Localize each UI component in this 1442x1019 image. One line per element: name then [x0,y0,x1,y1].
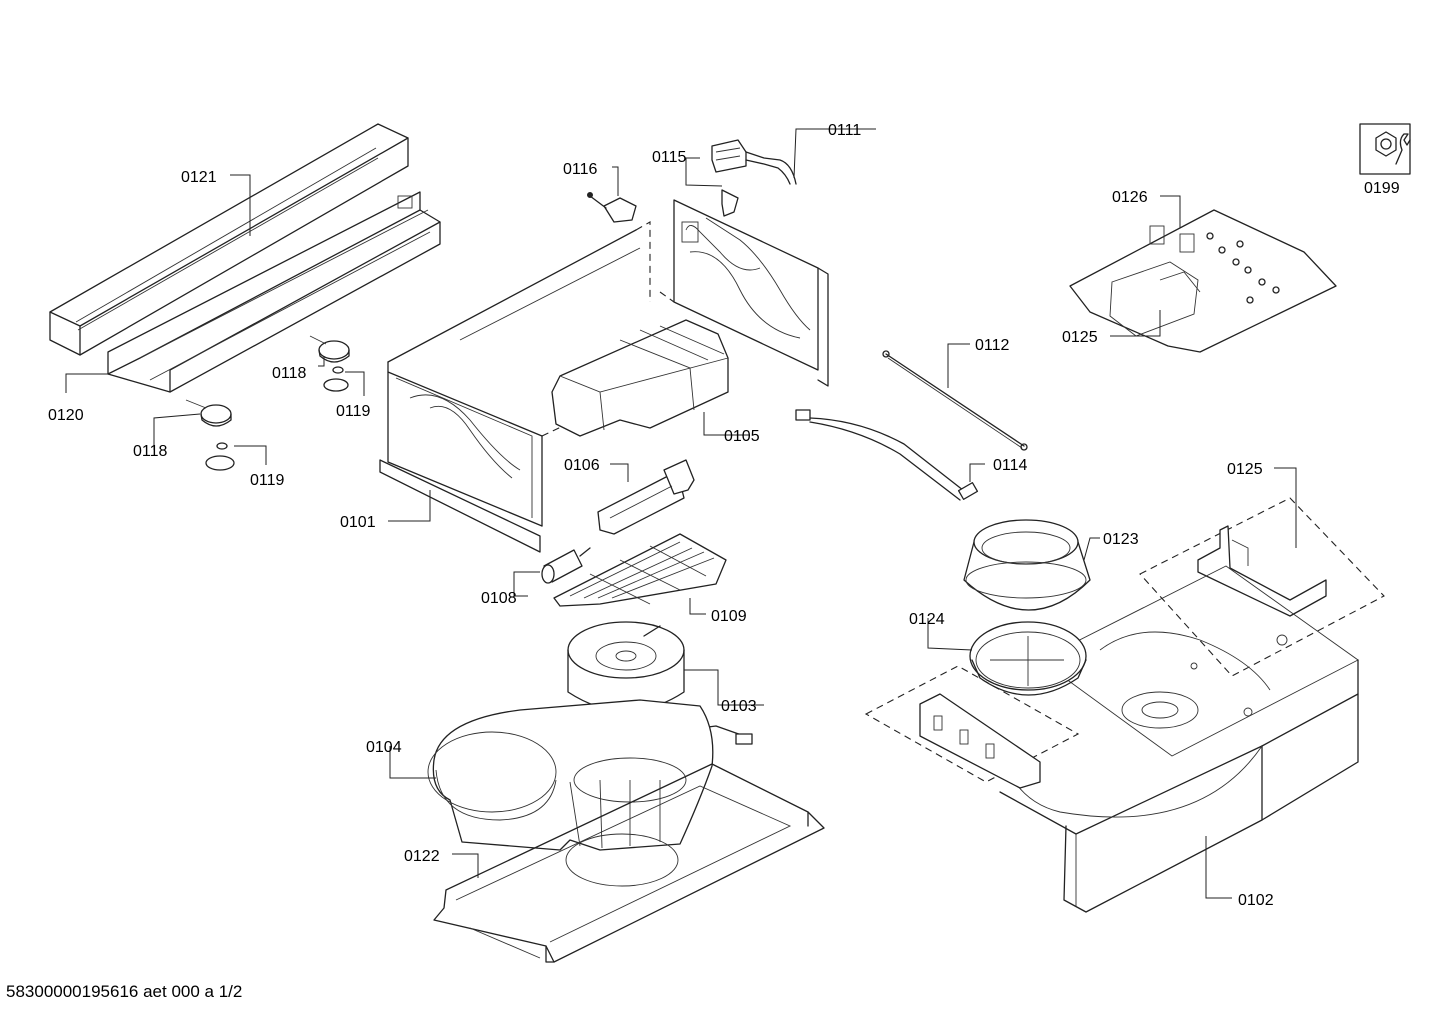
label-0102: 0102 [1238,892,1274,909]
label-0120: 0120 [48,407,84,424]
label-0122: 0122 [404,848,440,865]
part-0125-bracket-right [1139,497,1385,677]
part-0121-front-trim [49,123,409,356]
label-0105: 0105 [724,428,760,445]
label-0121: 0121 [181,169,217,186]
part-0118-knob-lower [185,399,232,427]
label-0124: 0124 [909,611,945,628]
label-0111: 0111 [828,122,861,139]
label-0104: 0104 [366,739,402,756]
part-0101-side-panel [659,199,829,387]
part-0123-collar [963,519,1091,611]
part-0112-wire [882,350,1028,451]
part-0115-cable-clip [721,189,739,217]
part-labels: 0111 0115 0116 0121 0126 0199 0118 0119 … [48,122,1400,909]
part-0102-base [997,565,1359,913]
part-0103-motor [567,621,753,745]
part-0119-ring-lower [205,442,235,471]
part-0120-control-bracket [107,191,441,393]
part-0125-bracket-left [864,665,1080,789]
label-0112: 0112 [975,337,1010,354]
part-0111-power-cable [711,139,797,185]
wrench-hex-nut-icon [1359,123,1411,175]
document-code: 58300000195616 aet 000 a 1/2 [6,982,243,1001]
label-0119-upper: 0119 [336,403,371,420]
part-0119-ring-upper [323,366,349,392]
label-0119-lower: 0119 [250,472,285,489]
label-0101: 0101 [340,514,376,531]
label-0108: 0108 [481,590,517,607]
part-0118-knob-upper [309,335,350,363]
part-0114-harness [795,409,979,501]
label-0103: 0103 [721,698,757,715]
part-0104-fan-housing [427,699,714,851]
part-0126-fittings-bag [1069,209,1337,353]
label-0109: 0109 [711,608,747,625]
label-0125-upper: 0125 [1062,329,1098,346]
label-0118-lower: 0118 [133,443,168,460]
leader-lines [65,128,1297,899]
part-0124-ring [969,621,1087,696]
label-0126: 0126 [1112,189,1148,206]
part-0109-grid-cover [553,533,727,607]
label-0116: 0116 [563,161,598,178]
label-0106: 0106 [564,457,600,474]
part-0116-switch [587,192,637,223]
part-0105-cassette [551,319,729,437]
label-0114: 0114 [993,457,1028,474]
part-0122-bottom-tray [433,763,825,963]
label-0199: 0199 [1364,180,1400,197]
label-0123: 0123 [1103,531,1139,548]
label-0115: 0115 [652,149,687,166]
label-0118-upper: 0118 [272,365,307,382]
part-0106-control-board [597,459,695,535]
part-0108-capacitor [541,547,591,584]
label-0125-lower: 0125 [1227,461,1263,478]
